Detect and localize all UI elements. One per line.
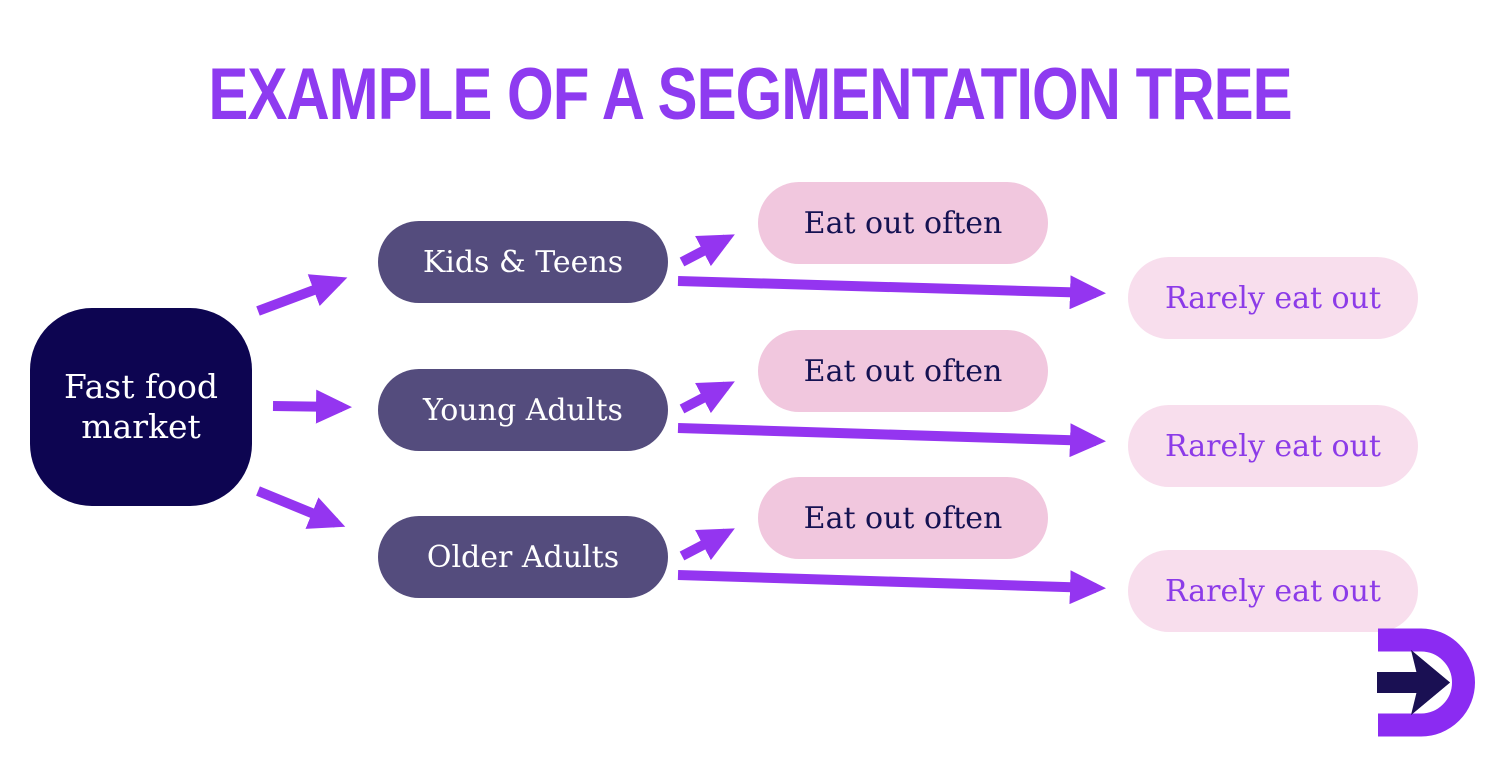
arrow-root-to-older-adults [256,486,346,529]
segment-node-kids-teens: Kids & Teens [378,221,668,303]
arrow-kids-to-rarely-eat-out [677,275,1106,310]
leaf-node-label: Rarely eat out [1164,280,1381,316]
root-node-fast-food-market: Fast food market [30,308,252,506]
leaf-node-eat-out-often-older: Eat out often [758,477,1048,559]
segment-node-older-adults: Older Adults [378,516,668,598]
page-title: EXAMPLE OF A SEGMENTATION TREE [208,53,1292,135]
arrow-young-to-eat-out-often [679,381,735,414]
arrow-older-to-eat-out-often [679,528,735,561]
arrow-root-to-kids-teens [256,274,348,316]
arrow-root-to-young-adults [272,389,352,424]
leaf-node-label: Rarely eat out [1164,428,1381,464]
segment-node-label: Kids & Teens [422,244,624,280]
leaf-node-label: Eat out often [803,500,1003,536]
segment-node-label: Young Adults [423,392,623,428]
leaf-node-label: Eat out often [803,205,1003,241]
arrow-older-to-rarely-eat-out [677,570,1106,605]
arrow-young-to-rarely-eat-out [677,423,1106,458]
arrow-kids-to-eat-out-often [679,234,735,267]
leaf-node-eat-out-often-kids: Eat out often [758,182,1048,264]
leaf-node-label: Rarely eat out [1164,573,1381,609]
leaf-node-label: Eat out often [803,353,1003,389]
leaf-node-eat-out-often-young: Eat out often [758,330,1048,412]
segment-node-young-adults: Young Adults [378,369,668,451]
leaf-node-rarely-eat-out-kids: Rarely eat out [1128,257,1418,339]
leaf-node-rarely-eat-out-older: Rarely eat out [1128,550,1418,632]
arrow-right-d-logo [1377,628,1475,737]
leaf-node-rarely-eat-out-young: Rarely eat out [1128,405,1418,487]
segment-node-label: Older Adults [426,539,620,575]
root-node-label: Fast food market [63,366,219,446]
